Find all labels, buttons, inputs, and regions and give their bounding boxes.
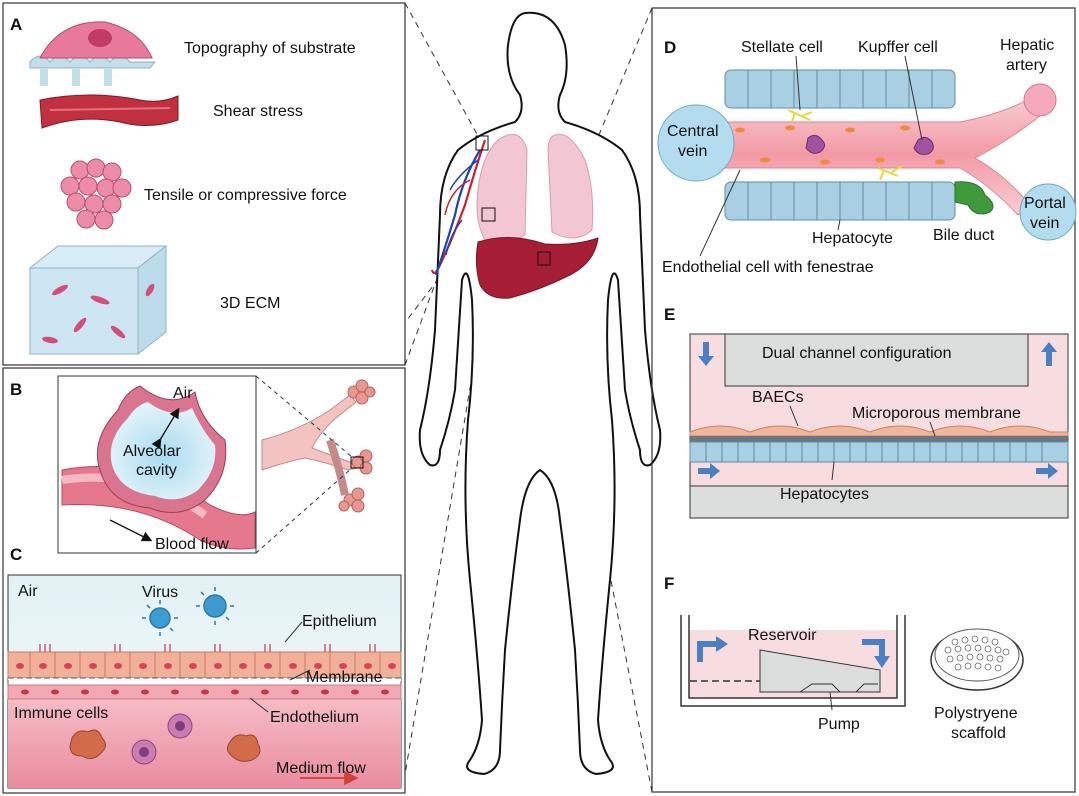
panel-b-letter: B (10, 380, 22, 399)
label-blood-flow: Blood flow (155, 536, 229, 553)
virus-particles (142, 587, 234, 636)
flow-arrows-e (698, 342, 1058, 479)
label-b-air: Air (173, 385, 193, 402)
label-central-vein: vein (678, 143, 707, 160)
panel-d-letter: D (664, 38, 676, 57)
label-tensile: Tensile or compressive force (144, 187, 347, 204)
label-membrane: Membrane (306, 669, 383, 686)
tensile-illustration (60, 158, 132, 230)
label-immune-cells: Immune cells (14, 705, 108, 722)
label-central: Central (667, 123, 719, 140)
human-body (418, 11, 662, 776)
label-bile-duct: Bile duct (933, 227, 995, 244)
panel-f-letter: F (664, 574, 674, 593)
label-3d-ecm: 3D ECM (220, 295, 280, 312)
immune-cells-illustration (69, 713, 261, 765)
label-topography: Topography of substrate (184, 40, 356, 57)
label-medium-flow: Medium flow (276, 760, 366, 777)
label-cavity: cavity (136, 462, 177, 479)
panel-e: E Dual channel configuration BAECs Micro… (664, 305, 1069, 519)
label-endothelium: Endothelium (270, 709, 359, 726)
label-virus: Virus (142, 584, 178, 601)
label-portal: Portal (1024, 195, 1066, 212)
polystyrene-scaffold (930, 628, 1024, 691)
panel-f: F Reservoir Pump Polystryene scaffo (664, 574, 1024, 742)
panel-a: A Topography of substrate Shear stress T… (2, 2, 406, 366)
label-endothelial-cell: Endothelial cell with fenestrae (662, 259, 874, 276)
ecm-cube-illustration (28, 244, 168, 356)
label-microporous-membrane: Microporous membrane (852, 405, 1021, 422)
panel-c-letter: C (10, 545, 22, 564)
panel-d: D Stellate cell Kupffer cell H (657, 37, 1077, 276)
label-stellate-cell: Stellate cell (741, 39, 823, 56)
label-portal-vein: vein (1030, 215, 1059, 232)
label-hepatocyte: Hepatocyte (812, 230, 893, 247)
panel-b: B Air Alveolar cavity Blood flow (10, 375, 376, 554)
bronchial-tree (261, 379, 376, 513)
label-polystyrene: Polystryene (934, 705, 1018, 722)
panel-c: C (7, 545, 402, 789)
label-alveolar: Alveolar (123, 443, 181, 460)
label-baecs: BAECs (752, 389, 804, 406)
label-hepatic: Hepatic (1000, 37, 1054, 54)
label-scaffold: scaffold (951, 725, 1006, 742)
label-epithelium: Epithelium (302, 613, 377, 630)
label-reservoir: Reservoir (748, 627, 817, 644)
panel-def-frame (651, 7, 1076, 793)
label-artery: artery (1006, 57, 1047, 74)
label-pump: Pump (818, 716, 860, 733)
epithelium-cells (29, 652, 381, 678)
label-hepatocytes: Hepatocytes (780, 486, 869, 503)
panel-e-letter: E (664, 305, 675, 324)
label-c-air: Air (18, 583, 38, 600)
shear-stress-illustration (39, 94, 179, 129)
topography-illustration (29, 21, 157, 86)
label-kupffer-cell: Kupffer cell (858, 39, 938, 56)
label-dual-channel: Dual channel configuration (762, 345, 951, 362)
panel-a-letter: A (10, 15, 22, 34)
label-shear-stress: Shear stress (213, 103, 303, 120)
